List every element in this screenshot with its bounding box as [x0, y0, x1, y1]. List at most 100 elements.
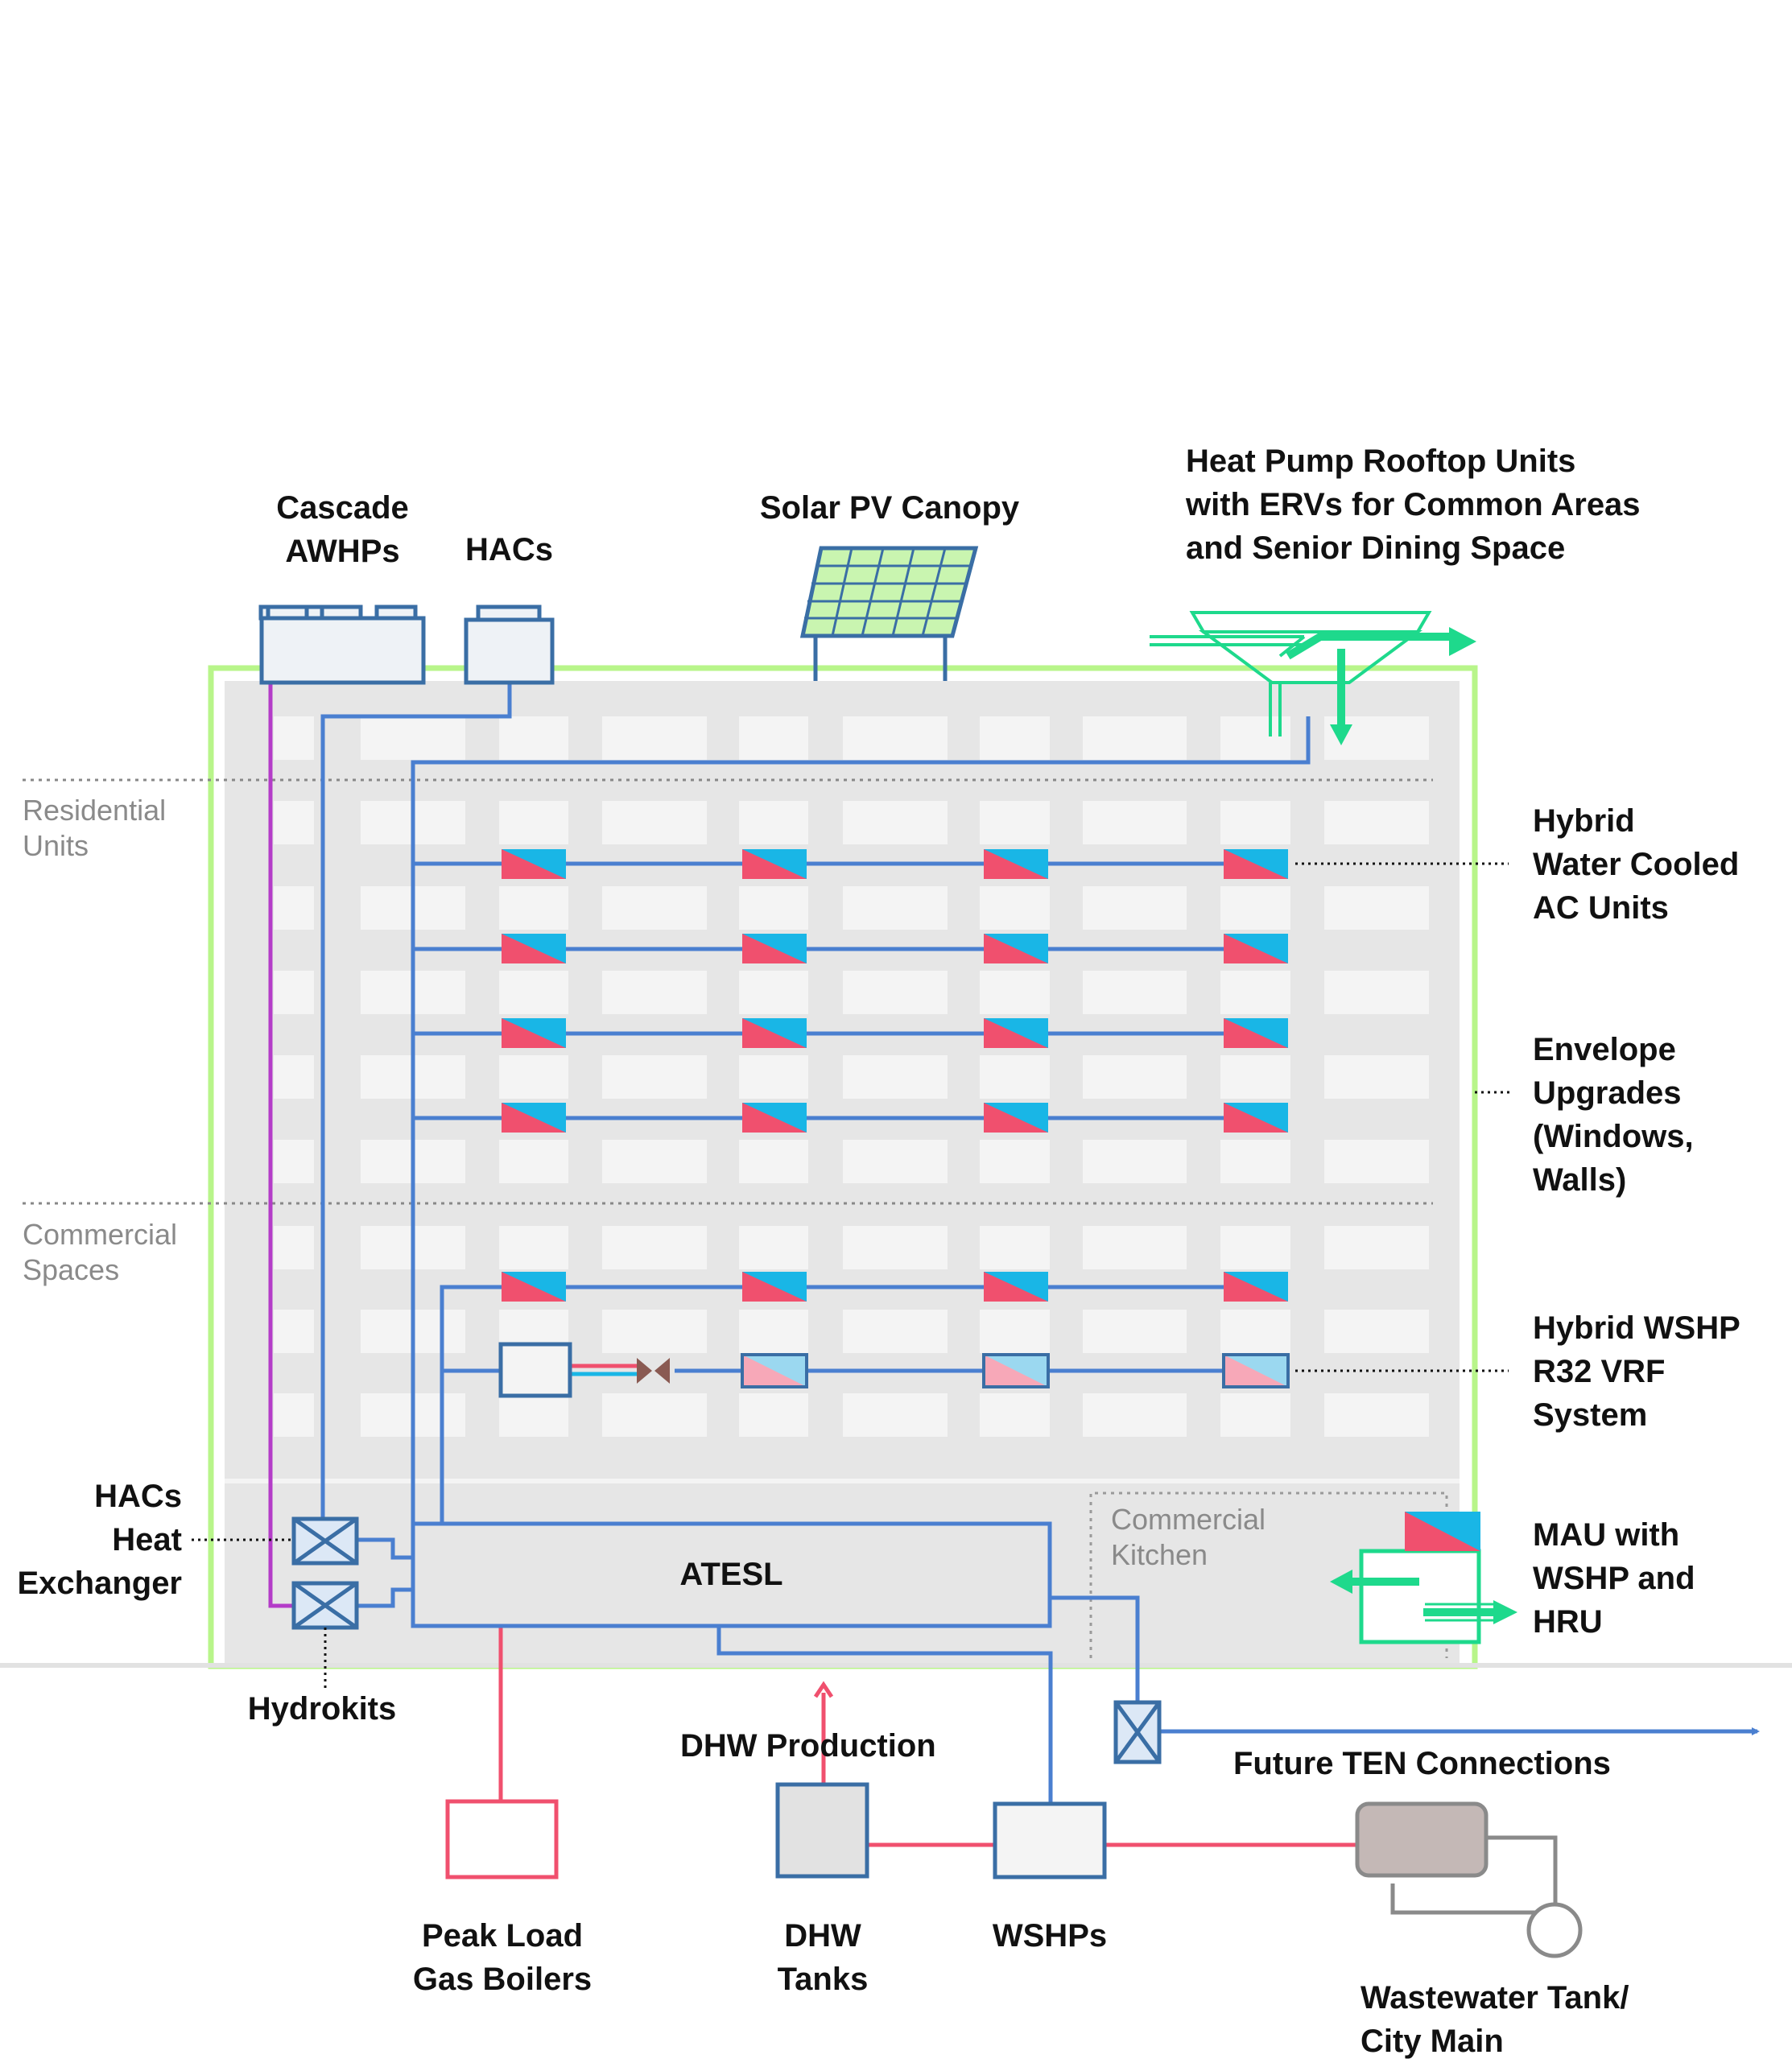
water-cooled-ac-unit-icon [984, 1018, 1048, 1048]
cascade-awhps-line-1: Cascade [276, 490, 409, 526]
erv-exhaust-arrows [1286, 627, 1476, 745]
window [980, 1140, 1050, 1183]
window [739, 971, 808, 1014]
envelope-line-2: Upgrades [1533, 1075, 1682, 1111]
future-ten-heat-exchanger-icon [1113, 1700, 1162, 1764]
window [843, 886, 948, 930]
kitchen-line-2: Kitchen [1111, 1538, 1208, 1571]
window [739, 1226, 808, 1269]
window [1324, 1310, 1429, 1353]
peak-load-line-1: Peak Load [421, 1918, 584, 1954]
water-cooled-ac-unit-icon [984, 1103, 1048, 1133]
window [739, 1140, 808, 1183]
hybrid-wcac-label: Hybrid Water Cooled AC Units [1533, 799, 1739, 930]
window [1220, 1226, 1290, 1269]
envelope-line-4: Walls) [1533, 1162, 1627, 1198]
wastewater-line-1: Wastewater Tank/ [1361, 1980, 1629, 2016]
water-cooled-ac-unit-icon [984, 1272, 1048, 1302]
window [843, 716, 948, 760]
envelope-line-1: Envelope [1533, 1032, 1676, 1067]
window [739, 886, 808, 930]
envelope-label: Envelope Upgrades (Windows, Walls) [1533, 1028, 1694, 1202]
hacs-rooftop-icon [464, 604, 555, 685]
heat-pump-rtu-line-2: with ERVs for Common Areas [1186, 487, 1641, 522]
window [499, 971, 568, 1014]
water-cooled-ac-unit-icon [502, 934, 566, 963]
window [602, 716, 707, 760]
wshp-vrf-unit-icon [741, 1353, 808, 1388]
water-cooled-ac-unit-icon [984, 934, 1048, 963]
peak-load-line-2: Gas Boilers [412, 1962, 593, 1997]
heat-pump-rtu-line-1: Heat Pump Rooftop Units [1186, 444, 1576, 479]
window [1324, 1226, 1429, 1269]
window [499, 1055, 568, 1099]
window [1083, 801, 1187, 844]
window [602, 886, 707, 930]
water-cooled-ac-unit-icon [984, 849, 1048, 879]
window [274, 1393, 314, 1437]
commercial-line-1: Commercial [23, 1218, 178, 1251]
window [361, 716, 465, 760]
commercial-kitchen-zone-label: Commercial Kitchen [1111, 1502, 1266, 1573]
window [1083, 971, 1187, 1014]
water-cooled-ac-unit-icon [1224, 849, 1288, 879]
hacs-hx-line-2: Heat [112, 1522, 182, 1558]
water-cooled-ac-unit-icon [1224, 1272, 1288, 1302]
water-cooled-ac-unit-icon [742, 849, 807, 879]
terminal-units [502, 849, 1290, 1388]
window [980, 1310, 1050, 1353]
window [602, 1055, 707, 1099]
window [980, 801, 1050, 844]
residential-units-zone-label: Residential Units [23, 793, 166, 864]
window [980, 1226, 1050, 1269]
window [1220, 801, 1290, 844]
window [843, 1055, 948, 1099]
window [843, 1310, 948, 1353]
window [1220, 971, 1290, 1014]
window [274, 971, 314, 1014]
heat-pump-rtu-line-3: and Senior Dining Space [1186, 530, 1566, 566]
hybrid-wcac-line-3: AC Units [1533, 890, 1669, 926]
wshps-box [993, 1801, 1107, 1879]
water-cooled-ac-unit-icon [502, 849, 566, 879]
leader-lines [192, 862, 1513, 1690]
window [980, 886, 1050, 930]
window [602, 801, 707, 844]
dhw-tanks-line-2: Tanks [777, 1962, 869, 1997]
window [1324, 886, 1429, 930]
mau-unit-icon [1330, 1512, 1517, 1644]
dhw-production-arrow [813, 1681, 834, 1698]
window [1083, 886, 1187, 930]
window [499, 1140, 568, 1183]
erv-rooftop-unit-icon [1150, 611, 1432, 736]
hacs-hx-line-1: HACs [94, 1479, 182, 1514]
window [602, 1310, 707, 1353]
wshps-label: WSHPs [992, 1918, 1108, 1954]
window [602, 971, 707, 1014]
hybrid-wcac-line-1: Hybrid [1533, 803, 1635, 839]
window [1220, 1055, 1290, 1099]
window [274, 886, 314, 930]
window [980, 971, 1050, 1014]
solar-pv-label: Solar PV Canopy [759, 490, 1020, 526]
cascade-awhps-icon [258, 604, 426, 685]
ground-line [0, 1663, 1792, 1668]
water-cooled-ac-unit-icon [1224, 1018, 1288, 1048]
residential-line-2: Units [23, 829, 89, 862]
dhw-tanks-line-1: DHW [784, 1918, 861, 1954]
wastewater-tank-icon [1355, 1801, 1489, 1878]
dhw-tanks-label: DHW Tanks [742, 1914, 903, 2001]
commercial-kitchen-boundary [1089, 1492, 1448, 1658]
window [980, 716, 1050, 760]
mau-line-1: MAU with [1533, 1517, 1680, 1553]
window [274, 1310, 314, 1353]
future-ten-label: Future TEN Connections [1233, 1746, 1611, 1781]
hybrid-wcac-line-2: Water Cooled [1533, 847, 1740, 882]
dhw-production-label: DHW Production [680, 1728, 936, 1764]
pump-circle-icon [1526, 1902, 1583, 1958]
window [499, 716, 568, 760]
dhw-tanks-box [775, 1782, 869, 1879]
window [739, 1055, 808, 1099]
mau-line-2: WSHP and [1533, 1561, 1695, 1596]
window [843, 1226, 948, 1269]
